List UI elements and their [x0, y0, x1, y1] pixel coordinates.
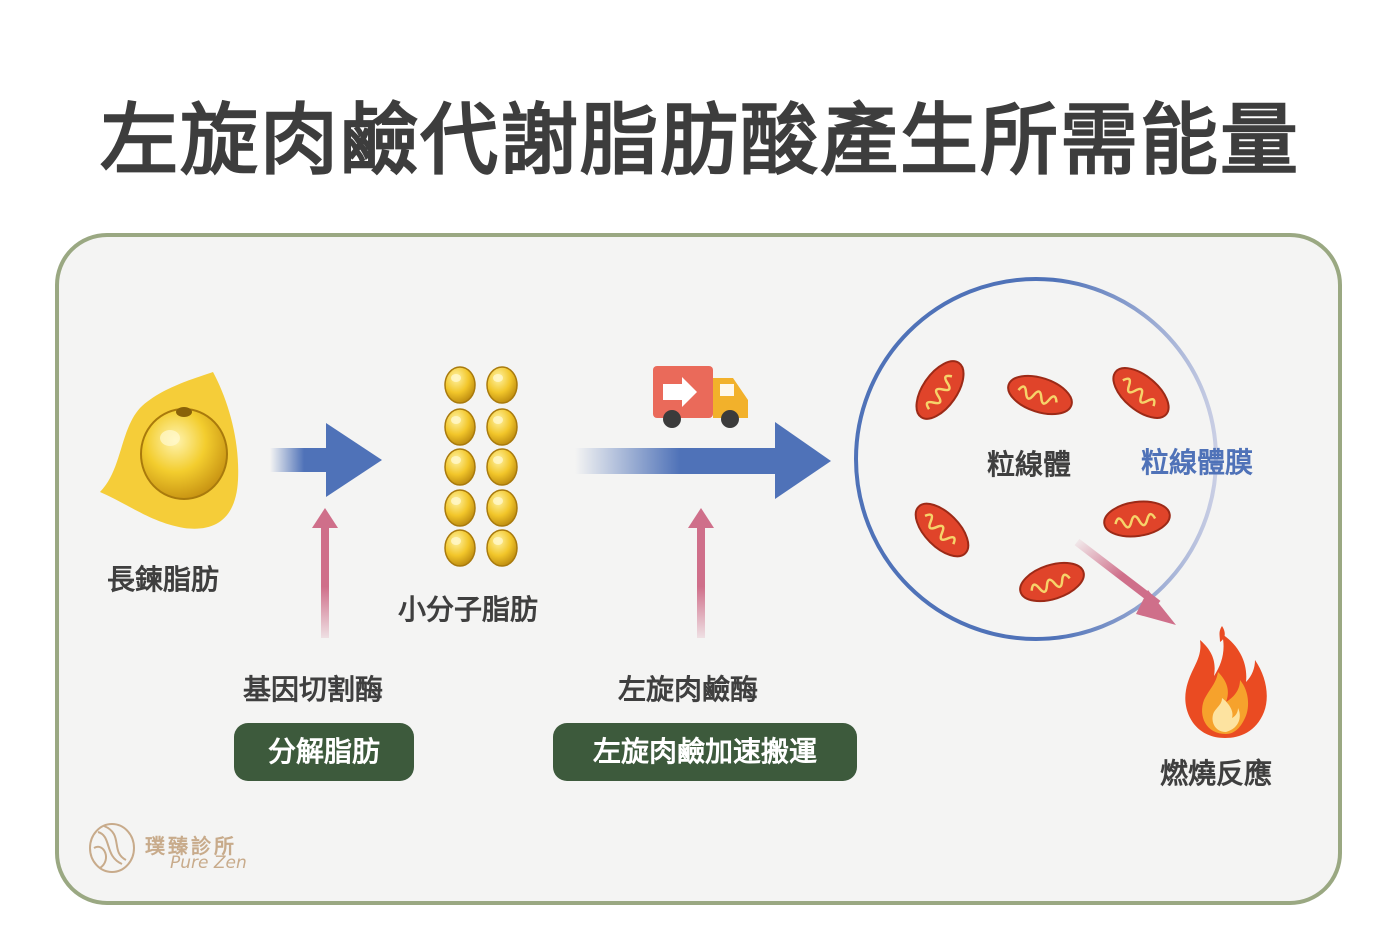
delivery-truck-icon	[653, 366, 748, 428]
mito-membrane-circle	[854, 277, 1218, 641]
label-combustion: 燃燒反應	[1160, 757, 1273, 790]
logo-name: 璞臻診所	[145, 834, 237, 858]
arrow-small-to-mito	[575, 422, 831, 499]
arrow-fat-to-small	[270, 423, 382, 497]
label-long-chain-fat: 長鍊脂肪	[107, 563, 220, 596]
arrow-gene-enzyme	[312, 508, 338, 638]
logo-subtitle: Pure Zen	[170, 853, 247, 873]
label-mitochondria: 粒線體	[987, 448, 1072, 481]
label-carnitine-enzyme: 左旋肉鹼酶	[618, 673, 759, 706]
logo-emblem	[89, 823, 135, 873]
label-mito-membrane: 粒線體膜	[1141, 446, 1254, 479]
page-title: 左旋肉鹼代謝脂肪酸產生所需能量	[99, 95, 1300, 186]
arrow-to-combustion	[1074, 538, 1176, 625]
small-molecule-fat-icon	[444, 366, 518, 567]
fire-icon	[1185, 626, 1267, 738]
label-gene-enzyme: 基因切割酶	[243, 673, 384, 706]
arrow-carnitine-enzyme	[688, 508, 714, 638]
pill-break-down-fat: 分解脂肪	[234, 723, 414, 781]
long-chain-fat-icon	[100, 372, 239, 529]
label-small-molecule-fat: 小分子脂肪	[398, 593, 539, 626]
pill-carnitine-transport: 左旋肉鹼加速搬運	[553, 723, 857, 781]
